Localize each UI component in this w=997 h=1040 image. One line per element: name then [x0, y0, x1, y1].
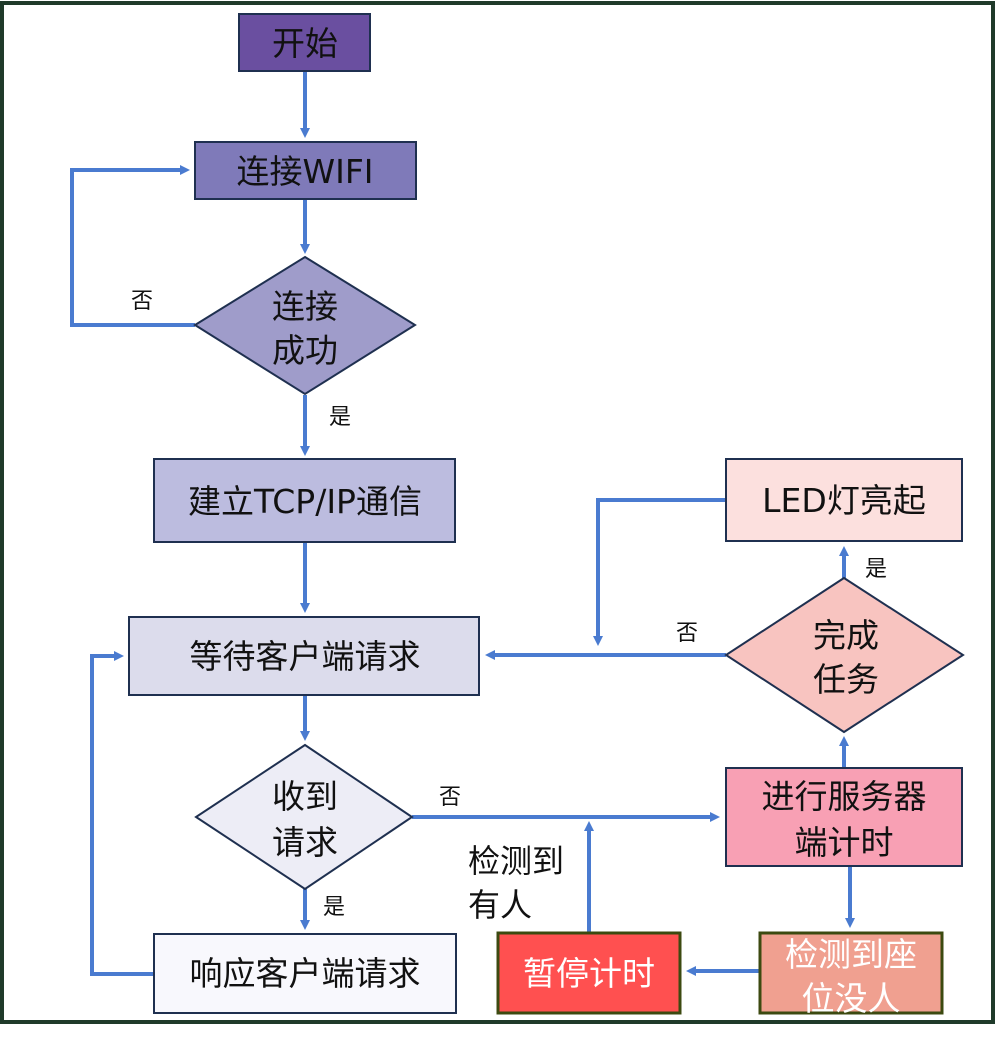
node-wait-request[interactable]: 等待客户端请求 — [128, 616, 480, 696]
node-led-on-text: LED灯亮起 — [762, 481, 926, 520]
edge-check-no-loop — [70, 165, 195, 327]
decision-task-done-line1: 完成 — [813, 616, 879, 655]
node-wait-request-text: 等待客户端请求 — [190, 637, 421, 676]
node-seat-empty[interactable]: 检测到座 位没人 — [758, 931, 944, 1018]
node-connect-wifi[interactable]: 连接WIFI — [194, 141, 417, 200]
label-person-detected-line2: 有人 — [468, 886, 532, 924]
decision-connect-ok-line2: 成功 — [272, 331, 338, 370]
label-task-no: 否 — [676, 621, 698, 646]
decision-connect-ok-line1: 连接 — [272, 287, 338, 326]
node-tcp-ip[interactable]: 建立TCP/IP通信 — [153, 458, 456, 543]
node-server-timing-line1: 进行服务器 — [762, 777, 927, 816]
node-led-on[interactable]: LED灯亮起 — [725, 458, 963, 542]
node-pause-timing[interactable]: 暂停计时 — [496, 931, 682, 1015]
decision-task-done[interactable]: 完成 任务 — [724, 576, 965, 734]
decision-connect-ok[interactable]: 连接 成功 — [193, 255, 417, 396]
node-respond-request[interactable]: 响应客户端请求 — [153, 933, 457, 1014]
edge-led-to-wait — [593, 498, 726, 646]
node-seat-empty-line1: 检测到座 — [785, 935, 917, 974]
decision-got-request-line2: 请求 — [272, 823, 338, 862]
label-request-no: 否 — [439, 785, 461, 810]
node-tcp-ip-text: 建立TCP/IP通信 — [188, 482, 422, 521]
node-start[interactable]: 开始 — [238, 13, 371, 72]
node-seat-empty-line2: 位没人 — [802, 979, 901, 1018]
decision-got-request[interactable]: 收到 请求 — [194, 743, 414, 891]
node-server-timing[interactable]: 进行服务器 端计时 — [725, 767, 963, 867]
node-pause-timing-text: 暂停计时 — [523, 954, 655, 993]
decision-task-done-line2: 任务 — [813, 660, 879, 699]
node-server-timing-line2: 端计时 — [795, 823, 894, 862]
label-wifi-yes: 是 — [329, 405, 351, 430]
node-respond-request-text: 响应客户端请求 — [190, 954, 421, 993]
node-connect-wifi-text: 连接WIFI — [236, 152, 373, 191]
label-task-yes: 是 — [865, 557, 887, 582]
label-person-detected-line1: 检测到 — [468, 842, 564, 880]
label-wifi-no: 否 — [131, 289, 153, 314]
edges — [70, 71, 855, 976]
decision-got-request-line1: 收到 — [272, 777, 338, 816]
node-start-text: 开始 — [272, 24, 338, 63]
edge-respond-loop — [90, 651, 154, 976]
label-request-yes: 是 — [323, 895, 345, 920]
